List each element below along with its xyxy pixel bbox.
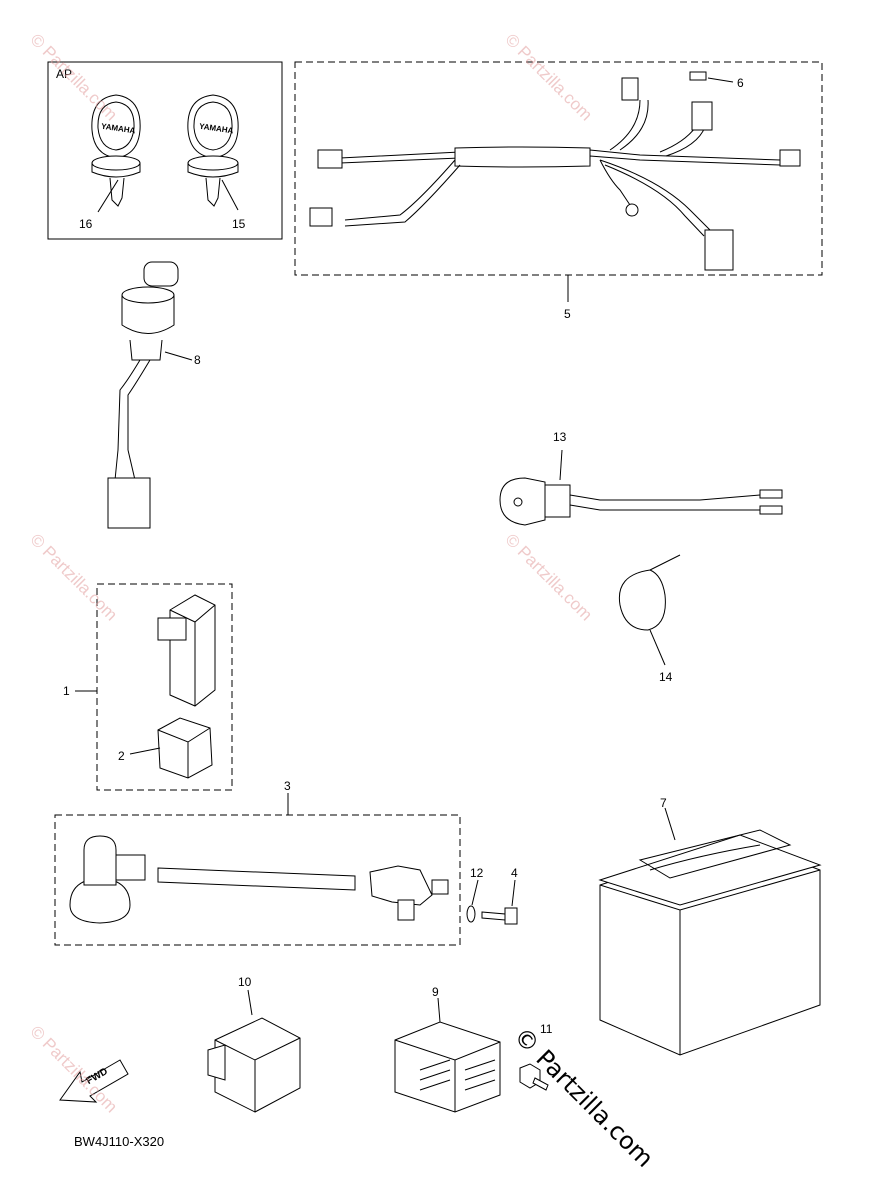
sensor-13	[499, 477, 783, 526]
bolt-4	[481, 907, 518, 925]
cdi-cover-2	[157, 717, 213, 779]
relay-10	[207, 1017, 301, 1113]
wire-harness	[309, 77, 801, 271]
group-label-ap: AP	[56, 67, 73, 81]
callout-13: 13	[553, 430, 567, 444]
cdi-unit	[157, 594, 216, 707]
ignition-coil-box	[54, 814, 461, 946]
callout-14: 14	[659, 670, 673, 684]
callout-6: 6	[737, 76, 744, 90]
callout-3: 3	[284, 779, 291, 793]
rectifier-regulator-9	[394, 1021, 501, 1113]
bolt-11	[519, 1063, 549, 1091]
fuse-6	[689, 71, 707, 81]
callout-16: 16	[79, 217, 93, 231]
key-16	[91, 94, 141, 207]
cdi-box	[96, 583, 233, 791]
fwd-arrow-icon	[59, 1059, 129, 1103]
callout-12: 12	[470, 866, 484, 880]
battery-7	[598, 829, 822, 1056]
callout-15: 15	[232, 217, 246, 231]
callout-11: 11	[540, 1022, 553, 1036]
callout-1: 1	[63, 684, 70, 698]
callout-4: 4	[511, 866, 518, 880]
key-15	[187, 94, 239, 207]
callout-8: 8	[194, 353, 201, 367]
part-code: BW4J110-X320	[74, 1134, 165, 1149]
callout-9: 9	[432, 985, 439, 999]
callout-2: 2	[118, 749, 125, 763]
ap-key-box	[47, 61, 283, 240]
main-switch-8	[107, 261, 179, 529]
callout-5: 5	[564, 307, 571, 321]
cable-tie-14	[618, 554, 681, 631]
callout-7: 7	[660, 796, 667, 810]
washer-12	[466, 905, 476, 923]
ignition-coil	[69, 835, 449, 924]
callout-10: 10	[238, 975, 252, 989]
harness-box	[294, 61, 823, 276]
